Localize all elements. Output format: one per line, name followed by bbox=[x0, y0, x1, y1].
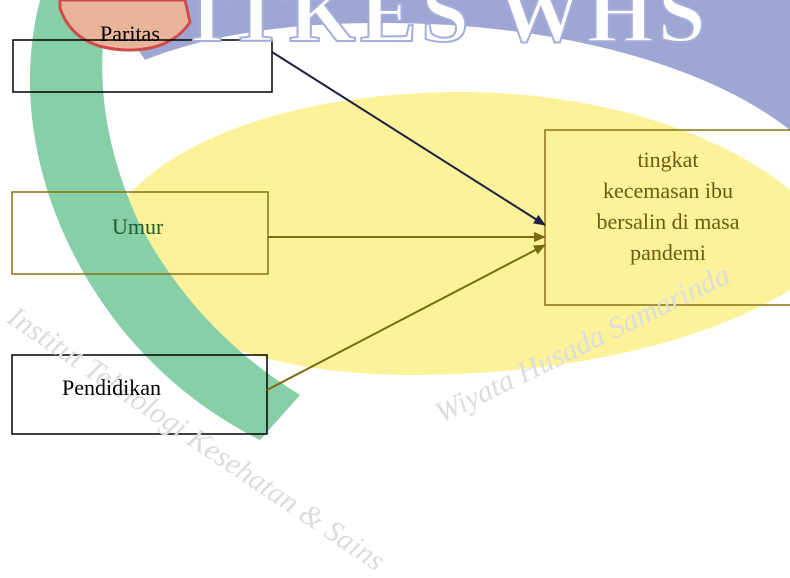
watermark-green-band bbox=[29, 0, 301, 440]
umur-box bbox=[11, 191, 269, 275]
paritas-box bbox=[12, 39, 273, 93]
watermark-title: ITKES WHS bbox=[189, 0, 710, 61]
arrow-pendidikan-to-outcome bbox=[266, 244, 546, 391]
watermark-emblem-arc bbox=[58, 0, 192, 52]
pendidikan-label: Pendidikan bbox=[62, 375, 161, 400]
paritas-label: Paritas bbox=[100, 21, 160, 46]
outcome-label: tingkat kecemasan ibu bersalin di masa p… bbox=[548, 144, 788, 268]
watermark-lavender-band bbox=[105, 0, 790, 130]
outcome-line-2: kecemasan ibu bbox=[602, 178, 734, 203]
watermark-logo bbox=[29, 0, 790, 440]
pendidikan-box bbox=[11, 354, 268, 435]
outcome-line-1: tingkat bbox=[637, 147, 699, 172]
diagram-svg bbox=[11, 0, 790, 440]
umur-label: Umur bbox=[112, 214, 164, 239]
outcome-line-3: bersalin di masa bbox=[596, 209, 740, 234]
outcome-line-4: pandemi bbox=[630, 240, 706, 265]
watermark-yellow-band bbox=[120, 91, 790, 376]
arrow-paritas-to-outcome bbox=[271, 51, 546, 226]
